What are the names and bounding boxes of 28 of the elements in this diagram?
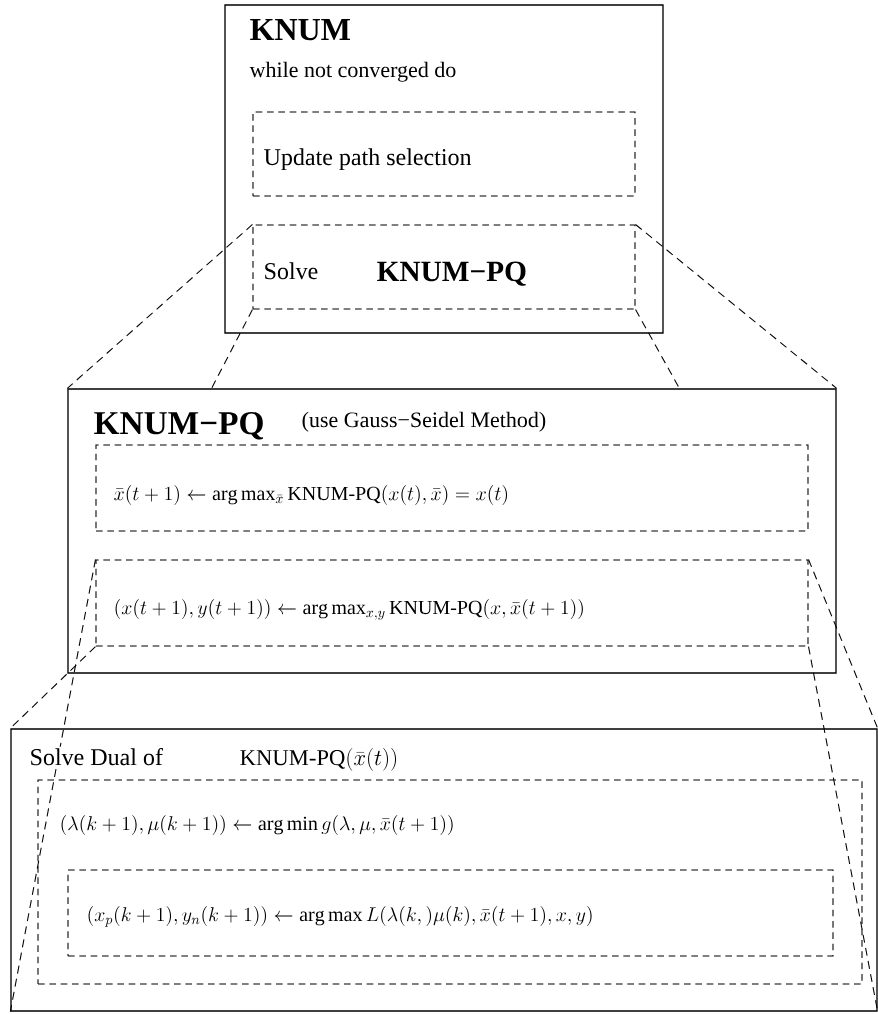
process-box: [95, 444, 809, 532]
title: KNUM−PQ: [375, 260, 529, 288]
formula: $(x(t+1),y(t+1)) \leftarrow \arg\max_{x,y} \mbox{KNUM-PQ}(x,\bar{x}(t+1))$: [112, 597, 587, 622]
zoom-line: [635, 223, 838, 389]
step-text: Solve: [262, 261, 320, 281]
zoom-line: [808, 558, 878, 729]
process-box: [67, 869, 834, 957]
title: Solve Dual of: [28, 746, 165, 767]
note-text: (use Gauss−Seidel Method): [300, 410, 548, 433]
formula: $(\lambda(k+1),\mu(k+1)) \leftarrow \arg\min g(\lambda,\mu,\bar{x}(t+1))$: [58, 813, 456, 837]
formula: $\mbox{KNUM-PQ}(\bar{x}(t))$: [238, 746, 400, 772]
process-box: [10, 728, 878, 1012]
process-box: [224, 4, 664, 334]
process-box: [67, 388, 837, 674]
loop-text: while not converged do: [248, 60, 458, 84]
process-box: [252, 111, 636, 197]
zoom-line: [66, 223, 253, 389]
zoom-line: [9, 646, 96, 729]
zoom-line: [9, 558, 96, 1013]
process-box: [95, 559, 809, 647]
step-text: Update path selection: [262, 147, 473, 172]
formula: $(x_p(k+1),y_n(k+1)) \leftarrow \arg\max L(\lambda(k,)\mu(k),\bar{x}(t+1),x,y)$: [85, 904, 595, 929]
title: KNUM: [248, 17, 353, 42]
formula: $\bar{x}(t+1) \leftarrow \arg\max_{\bar{x}} \mbox{KNUM-PQ}(x(t),\bar{x}) = x(t)$: [112, 483, 511, 507]
process-box: [37, 779, 863, 985]
zoom-line: [211, 309, 253, 389]
title: KNUM−PQ: [92, 410, 266, 441]
process-box: [252, 224, 636, 310]
